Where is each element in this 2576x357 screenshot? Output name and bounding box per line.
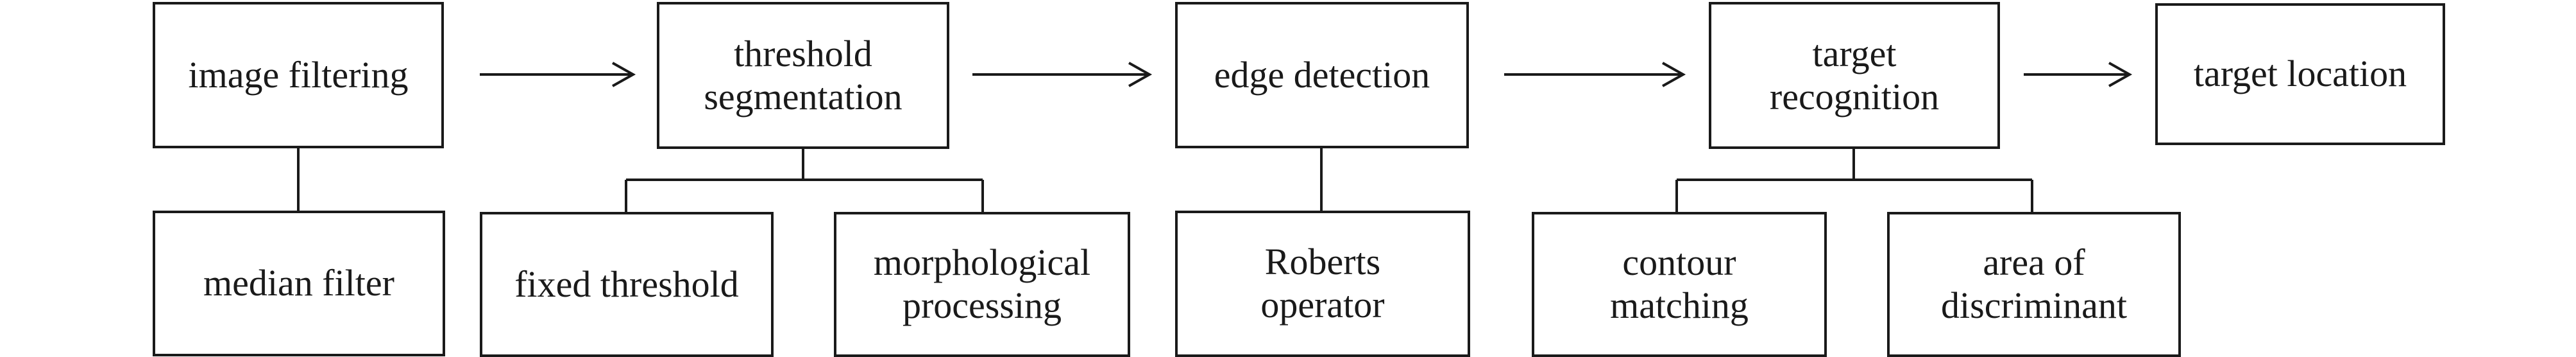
method-morphological-processing: morphological processing	[834, 212, 1130, 357]
method-fixed-threshold-label: fixed threshold	[514, 263, 739, 305]
step-image-filtering-label: image filtering	[188, 53, 409, 96]
arrow-recognition-to-location	[2024, 62, 2133, 87]
step-target-recognition: target recognition	[1709, 2, 2000, 149]
method-median-filter-label: median filter	[203, 262, 394, 304]
step-image-filtering: image filtering	[153, 2, 444, 148]
method-morphological-processing-label: morphological processing	[874, 241, 1090, 327]
step-threshold-segmentation-label: threshold segmentation	[704, 33, 902, 118]
method-morphological-processing-line-2: processing	[902, 284, 1062, 326]
method-roberts-operator: Roberts operator	[1175, 211, 1470, 357]
method-contour-matching-label: contour matching	[1610, 241, 1749, 327]
step-threshold-segmentation-line-1: threshold	[734, 32, 872, 74]
method-contour-matching-line-1: contour	[1622, 241, 1736, 284]
step-edge-detection-label: edge detection	[1214, 53, 1430, 96]
method-area-of-discriminant-label: area of discriminant	[1941, 241, 2127, 327]
method-contour-matching-line-2: matching	[1610, 284, 1749, 326]
method-median-filter: median filter	[153, 211, 445, 356]
step-threshold-segmentation: threshold segmentation	[657, 2, 949, 149]
arrow-filtering-to-threshold	[480, 62, 636, 87]
step-target-recognition-line-1: target	[1812, 32, 1897, 74]
method-roberts-operator-line-1: Roberts	[1264, 241, 1381, 283]
method-roberts-operator-line-2: operator	[1260, 284, 1385, 326]
step-target-location-label: target location	[2193, 53, 2407, 95]
method-area-of-discriminant: area of discriminant	[1887, 212, 2181, 357]
step-edge-detection: edge detection	[1175, 2, 1469, 148]
method-fixed-threshold: fixed threshold	[480, 212, 774, 357]
step-target-recognition-label: target recognition	[1770, 33, 1939, 118]
arrow-threshold-to-edge	[972, 62, 1153, 87]
method-area-of-discriminant-line-1: area of	[1983, 241, 2085, 284]
method-contour-matching: contour matching	[1532, 212, 1827, 357]
method-morphological-processing-line-1: morphological	[873, 241, 1091, 284]
method-area-of-discriminant-line-2: discriminant	[1941, 284, 2127, 326]
method-roberts-operator-label: Roberts operator	[1260, 241, 1384, 326]
arrow-edge-to-recognition	[1504, 62, 1686, 87]
step-target-location: target location	[2155, 3, 2445, 145]
step-target-recognition-line-2: recognition	[1769, 75, 1940, 118]
step-threshold-segmentation-line-2: segmentation	[704, 75, 902, 118]
